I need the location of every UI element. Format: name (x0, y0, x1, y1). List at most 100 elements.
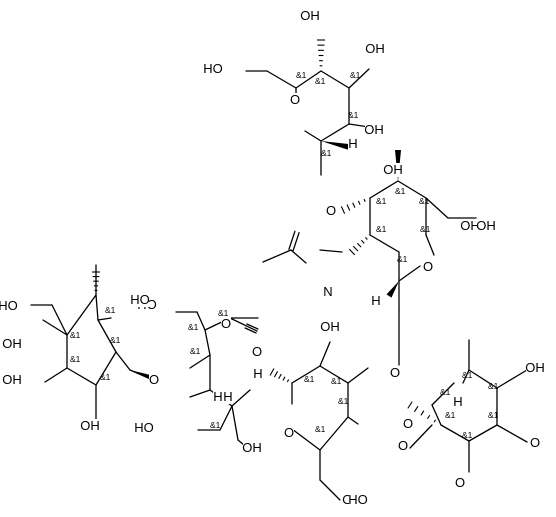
atom-label: O (290, 92, 300, 107)
hashed-bond (286, 379, 290, 383)
bond (468, 424, 498, 442)
atom-label: OH (460, 218, 480, 233)
hashed-bond (365, 236, 368, 240)
stereo-label: &1 (338, 396, 349, 406)
bond (42, 319, 68, 336)
atom-label-background (477, 219, 495, 233)
atom-label-background (321, 320, 339, 334)
bond (468, 369, 498, 389)
bond (347, 367, 369, 384)
stereo-label: &1 (315, 424, 326, 434)
atom-label: O (252, 344, 262, 359)
atom-label-background (423, 260, 433, 274)
atom-label: N (323, 284, 332, 299)
atom-label-background (0, 299, 17, 313)
stereo-label: &1 (350, 70, 361, 80)
stereo-label: &1 (105, 305, 116, 315)
bond (189, 389, 211, 398)
atom-label: OH (383, 162, 403, 177)
atom-label: O (530, 435, 540, 450)
stereo-label: &1 (315, 76, 326, 86)
stereo-label: &1 (488, 381, 499, 391)
hashed-bond (356, 242, 362, 248)
wedge-bond (386, 281, 399, 298)
stereo-label: &1 (296, 70, 307, 80)
atom-label: O (390, 365, 400, 380)
atom-label-background (365, 123, 383, 137)
stereo-label: &1 (321, 148, 332, 158)
atom-label-background (149, 373, 159, 387)
bond (266, 70, 297, 89)
atom-label: H (348, 136, 357, 151)
bond (319, 341, 331, 367)
atom-label-background (390, 366, 400, 380)
bond (291, 365, 321, 384)
bond (398, 265, 421, 282)
stereo-label: &1 (440, 387, 451, 397)
bond (496, 424, 528, 443)
hashed-bond (269, 368, 275, 376)
atom-label-background (530, 436, 540, 450)
aldehyde-double-bond (244, 327, 257, 334)
bond (347, 416, 359, 425)
bond (115, 351, 131, 371)
stereo-label: &1 (488, 410, 499, 420)
bond (95, 294, 99, 321)
atom-label-background (252, 345, 262, 359)
bond (348, 68, 370, 89)
atom-label: HO (0, 298, 18, 313)
hashed-bond (346, 204, 351, 211)
bond (231, 389, 251, 407)
stereo-label: &1 (331, 376, 342, 386)
bond (295, 70, 322, 89)
atom-label-background (3, 373, 21, 387)
atom-label: OH (364, 122, 384, 137)
hashed-bond (407, 401, 413, 409)
stereo-label: &1 (445, 410, 456, 420)
bond (319, 249, 343, 253)
atom-label: H (213, 389, 222, 404)
atom-label-background (213, 390, 223, 404)
bond (369, 180, 399, 199)
stereo-label: &1 (376, 196, 387, 206)
stereo-label: &1 (218, 308, 229, 318)
bond (229, 317, 258, 332)
atom-label-background (323, 285, 333, 299)
bond (462, 369, 470, 384)
atom-label-layer: OHOHHOOHOOHHOOHOHOONHHOOOHOHOHOHHOHOHOOH… (0, 8, 545, 507)
bond (319, 416, 349, 451)
bond (425, 234, 435, 256)
atom-label: HO (203, 61, 223, 76)
stereo-label: &1 (376, 224, 387, 234)
atom-label: OH (525, 360, 545, 375)
atom-label-background (301, 9, 319, 23)
bond (66, 367, 97, 386)
atom-label-background (461, 219, 479, 233)
atom-label-background (253, 367, 263, 381)
hashed-bond (282, 376, 286, 381)
atom-label-background (290, 93, 300, 107)
atom-label-background (453, 395, 463, 409)
atom-label: H (453, 394, 462, 409)
atom-label: O (149, 372, 159, 387)
atom-label: OH (365, 41, 385, 56)
atom-label: O (423, 259, 433, 274)
atom-label-background (398, 439, 408, 453)
atom-label-background (348, 137, 358, 151)
atom-label-background (204, 62, 222, 76)
hashed-bond (273, 370, 279, 378)
atom-label-background (349, 493, 367, 507)
atom-label-background (366, 42, 384, 56)
bond (204, 329, 211, 356)
bond (231, 405, 239, 441)
atom-label: O (326, 203, 336, 218)
bond (320, 123, 350, 142)
atom-label: O (284, 425, 294, 440)
bond (496, 369, 528, 389)
bond (290, 249, 307, 264)
atom-label: OH (320, 319, 340, 334)
stereo-label: &1 (420, 224, 431, 234)
atom-label-background (221, 317, 231, 331)
atom-label: HO (134, 420, 154, 435)
atom-label: H (371, 293, 380, 308)
